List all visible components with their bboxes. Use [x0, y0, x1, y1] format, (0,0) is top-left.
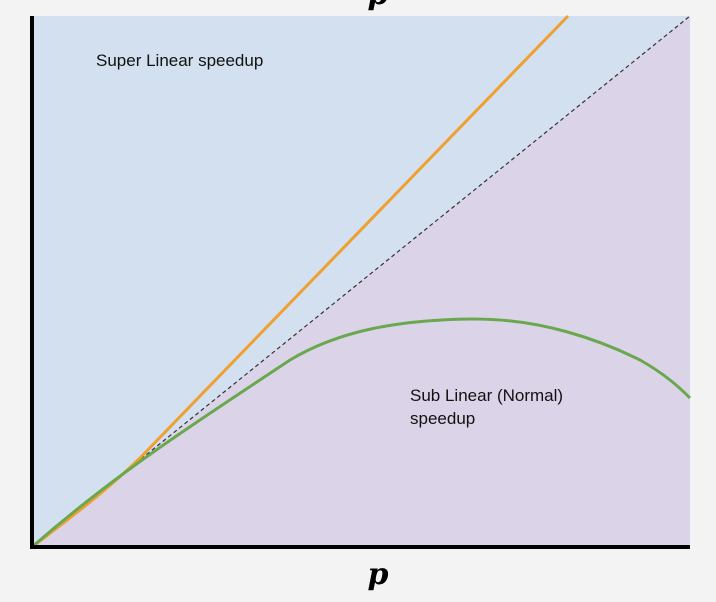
sub-linear-label-line2: speedup [410, 409, 475, 428]
super-linear-label: Super Linear speedup [96, 51, 263, 70]
sub-linear-curve [31, 317, 692, 549]
y-axis-label: p [368, 0, 389, 12]
sub-linear-label-line1: Sub Linear (Normal) [410, 386, 563, 405]
x-axis-label: p [368, 557, 389, 592]
